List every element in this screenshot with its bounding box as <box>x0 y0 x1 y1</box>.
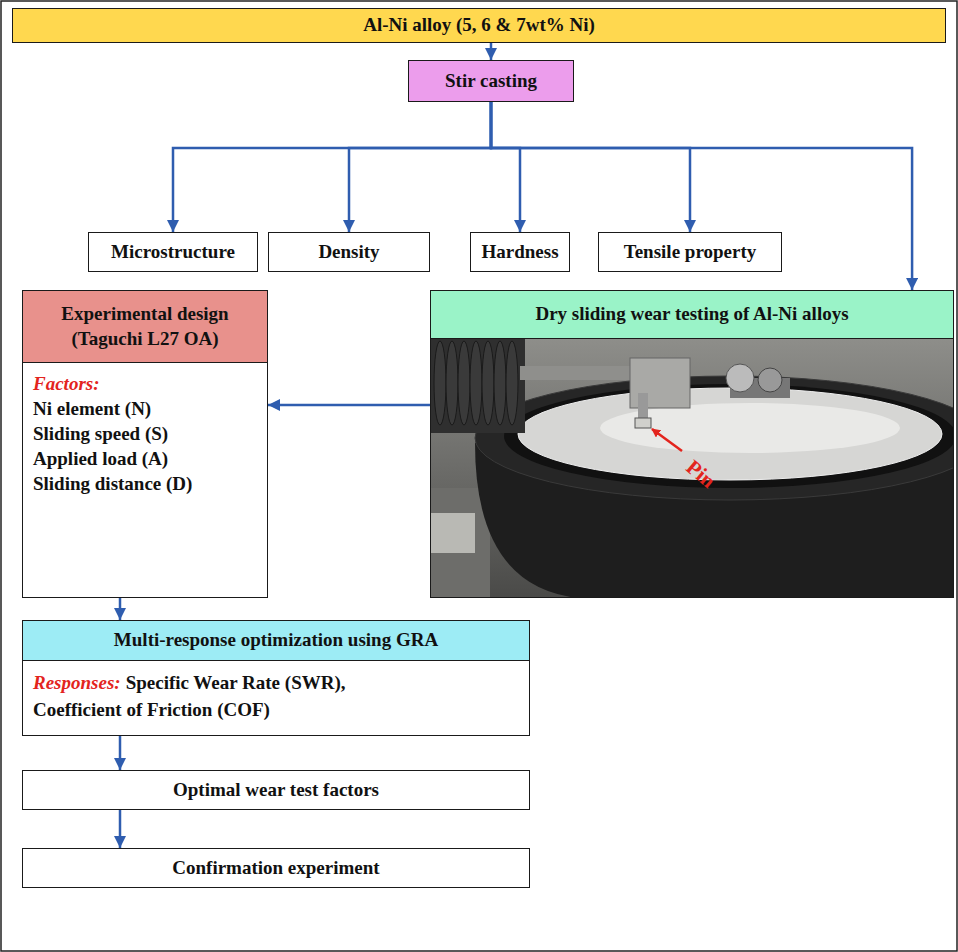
photo-part <box>518 388 942 480</box>
flow-arrow <box>349 102 491 232</box>
box-label: Confirmation experiment <box>172 856 379 881</box>
process-box: Tensile property <box>598 232 782 272</box>
photo-part <box>458 341 470 425</box>
flow-arrow <box>173 102 491 232</box>
flow-arrow <box>119 598 122 620</box>
photo-part <box>475 376 954 500</box>
process-box: Optimal wear test factors <box>22 770 530 810</box>
flow-arrow <box>490 43 493 60</box>
list-item: Ni element (N) <box>33 396 257 421</box>
header-band: Experimental design (Taguchi L27 OA) <box>23 291 267 363</box>
process-box: Stir casting <box>408 60 574 102</box>
titled-box: Experimental design (Taguchi L27 OA) Fact… <box>22 290 268 598</box>
photo-part <box>504 384 954 488</box>
flow-arrow <box>491 102 690 232</box>
box-heading: Dry sliding wear testing of Al-Ni alloys <box>535 302 848 327</box>
box-label: Hardness <box>481 240 558 265</box>
process-box: Al-Ni alloy (5, 6 & 7wt% Ni) <box>12 8 946 43</box>
process-box: Hardness <box>470 232 570 272</box>
process-box: Density <box>268 232 430 272</box>
photo-part <box>638 393 648 421</box>
photo-part <box>635 418 651 428</box>
box-label: Density <box>318 240 379 265</box>
box-body: Factors:Ni element (N)Sliding speed (S)A… <box>23 363 267 504</box>
flow-arrow <box>119 810 122 848</box>
photo-part <box>482 341 494 425</box>
box-label: Tensile property <box>624 240 756 265</box>
box-heading: Experimental design (Taguchi L27 OA) <box>33 302 257 351</box>
photo-part <box>434 341 446 425</box>
titled-box: Dry sliding wear testing of Al-Ni alloys <box>430 290 954 598</box>
box-label: Optimal wear test factors <box>173 778 379 803</box>
box-label: Stir casting <box>445 69 537 94</box>
box-body: Responses:Specific Wear Rate (SWR), Coef… <box>23 661 435 731</box>
header-band: Dry sliding wear testing of Al-Ni alloys <box>431 291 953 339</box>
flow-arrow <box>268 404 430 407</box>
titled-box: Multi-response optimization using GRA Res… <box>22 620 530 736</box>
list-item: Applied load (A) <box>33 446 257 471</box>
section-label: Factors: <box>33 371 257 396</box>
box-heading: Multi-response optimization using GRA <box>114 628 438 653</box>
photo-part <box>494 341 506 425</box>
header-band: Multi-response optimization using GRA <box>23 621 529 661</box>
flow-arrow <box>119 736 122 770</box>
process-box: Confirmation experiment <box>22 848 530 888</box>
photo-part <box>652 429 682 451</box>
photo-part <box>430 513 475 553</box>
list-item: Sliding speed (S) <box>33 421 257 446</box>
photo-part <box>758 368 782 392</box>
box-label: Microstructure <box>111 240 235 265</box>
photo-part <box>470 341 482 425</box>
section-label: Responses: <box>33 672 121 693</box>
photo-part <box>446 341 458 425</box>
box-label: Al-Ni alloy (5, 6 & 7wt% Ni) <box>363 13 595 38</box>
flow-arrow <box>491 102 520 232</box>
list-item: Sliding distance (D) <box>33 471 257 496</box>
photo-part <box>430 338 525 433</box>
photo-part <box>726 364 754 392</box>
photo-part <box>506 341 518 425</box>
process-box: Microstructure <box>88 232 258 272</box>
